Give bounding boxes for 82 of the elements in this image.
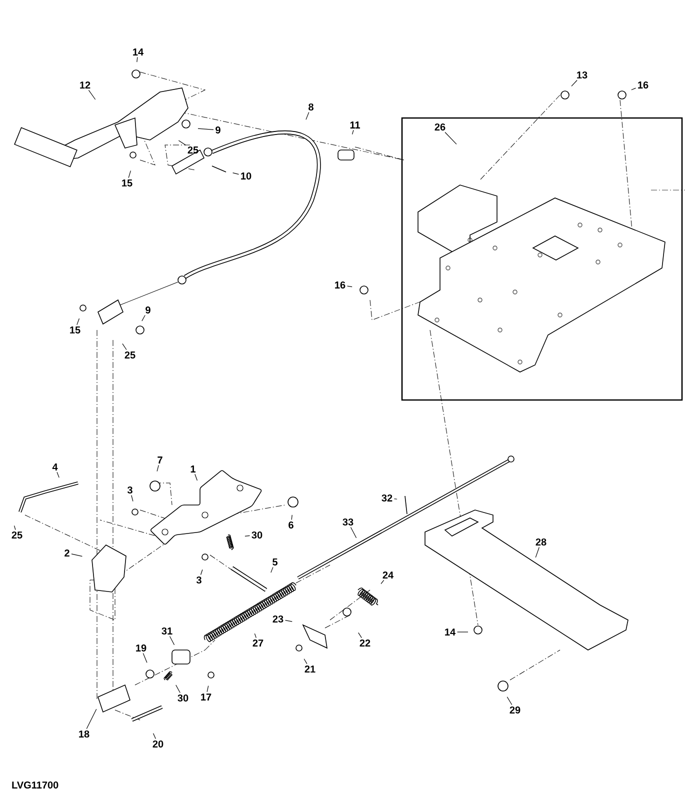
leader-line [88, 90, 96, 100]
leader-line [176, 684, 180, 694]
callout-number: 30 [178, 694, 188, 702]
callout-number: 16 [335, 281, 346, 289]
leader-line [200, 569, 203, 576]
callout-number: 13 [577, 71, 588, 79]
callout-number: 32 [382, 494, 392, 502]
leader-line [284, 620, 292, 622]
leader-line [206, 686, 209, 692]
callout-number: 14 [445, 628, 456, 636]
leader-line [178, 140, 186, 146]
leader-line [306, 112, 310, 120]
callout-number: 19 [136, 644, 146, 652]
callout-number: 4 [52, 464, 58, 470]
leader-line [71, 554, 82, 557]
leader-line [76, 318, 80, 326]
callout-number: 8 [308, 103, 314, 111]
callout-number: 16 [638, 81, 648, 89]
leader-line [394, 498, 398, 500]
callout-number: 33 [342, 518, 354, 526]
callout-number: 31 [162, 627, 172, 635]
leader-line [86, 708, 97, 730]
leader-line [122, 343, 127, 350]
callout-number: 20 [152, 740, 164, 748]
leader-line [358, 632, 362, 638]
leader-line [444, 132, 457, 145]
callout-number: 6 [288, 521, 294, 529]
callout-number: 26 [434, 123, 446, 131]
leader-line [136, 56, 138, 62]
leader-line [156, 464, 159, 472]
callout-number: 27 [252, 640, 264, 646]
callout-number: 23 [272, 615, 284, 623]
leader-line [131, 494, 134, 502]
callout-number: 15 [122, 180, 132, 186]
drawing-number: LVG11700 [12, 781, 58, 789]
callout-number: 21 [304, 666, 316, 672]
callout-number: 25 [12, 531, 22, 539]
leader-line [535, 546, 540, 558]
leader-line [506, 696, 512, 706]
callout-number: 10 [241, 172, 252, 180]
leader-line [352, 130, 354, 135]
callout-number: 18 [79, 730, 90, 738]
callout-number: 29 [510, 706, 520, 714]
callout-number: 14 [133, 48, 144, 56]
callout-number: 5 [272, 558, 278, 566]
callout-number: 24 [382, 572, 394, 578]
callout-number: 11 [350, 122, 360, 128]
leader-line [270, 566, 274, 573]
leader-line [14, 525, 16, 530]
leader-line [380, 580, 384, 584]
leader-line [350, 526, 357, 538]
leader-line [198, 128, 214, 130]
leader-line [244, 535, 250, 536]
callout-number: 15 [70, 326, 80, 334]
callout-number: 28 [536, 538, 546, 546]
callout-number: 2 [64, 550, 70, 556]
leader-line [571, 80, 578, 86]
leader-line [291, 514, 292, 520]
leader-line [142, 314, 146, 322]
callout-number: 17 [201, 694, 212, 700]
callout-number: 25 [188, 146, 198, 154]
leader-line [304, 658, 308, 664]
leader-line [194, 474, 198, 481]
callout-number: 22 [360, 640, 370, 646]
callout-number: 9 [146, 306, 150, 314]
leader-line [346, 286, 352, 288]
callout-number: 12 [80, 82, 90, 88]
callout-number: 9 [216, 126, 220, 134]
leader-line [631, 88, 636, 90]
leader-line [232, 172, 240, 175]
callout-number: 3 [127, 486, 132, 494]
leader-line [152, 733, 156, 740]
leader-line [56, 472, 60, 478]
leader-line [254, 633, 256, 638]
leader-line [142, 652, 148, 663]
callout-number: 1 [190, 466, 196, 472]
leader-line [128, 170, 131, 178]
callout-number: 25 [124, 351, 136, 359]
callout-number: 30 [252, 531, 262, 539]
callout-number: 3 [196, 576, 202, 584]
callout-number: 7 [158, 456, 162, 464]
leader-line [169, 636, 175, 646]
